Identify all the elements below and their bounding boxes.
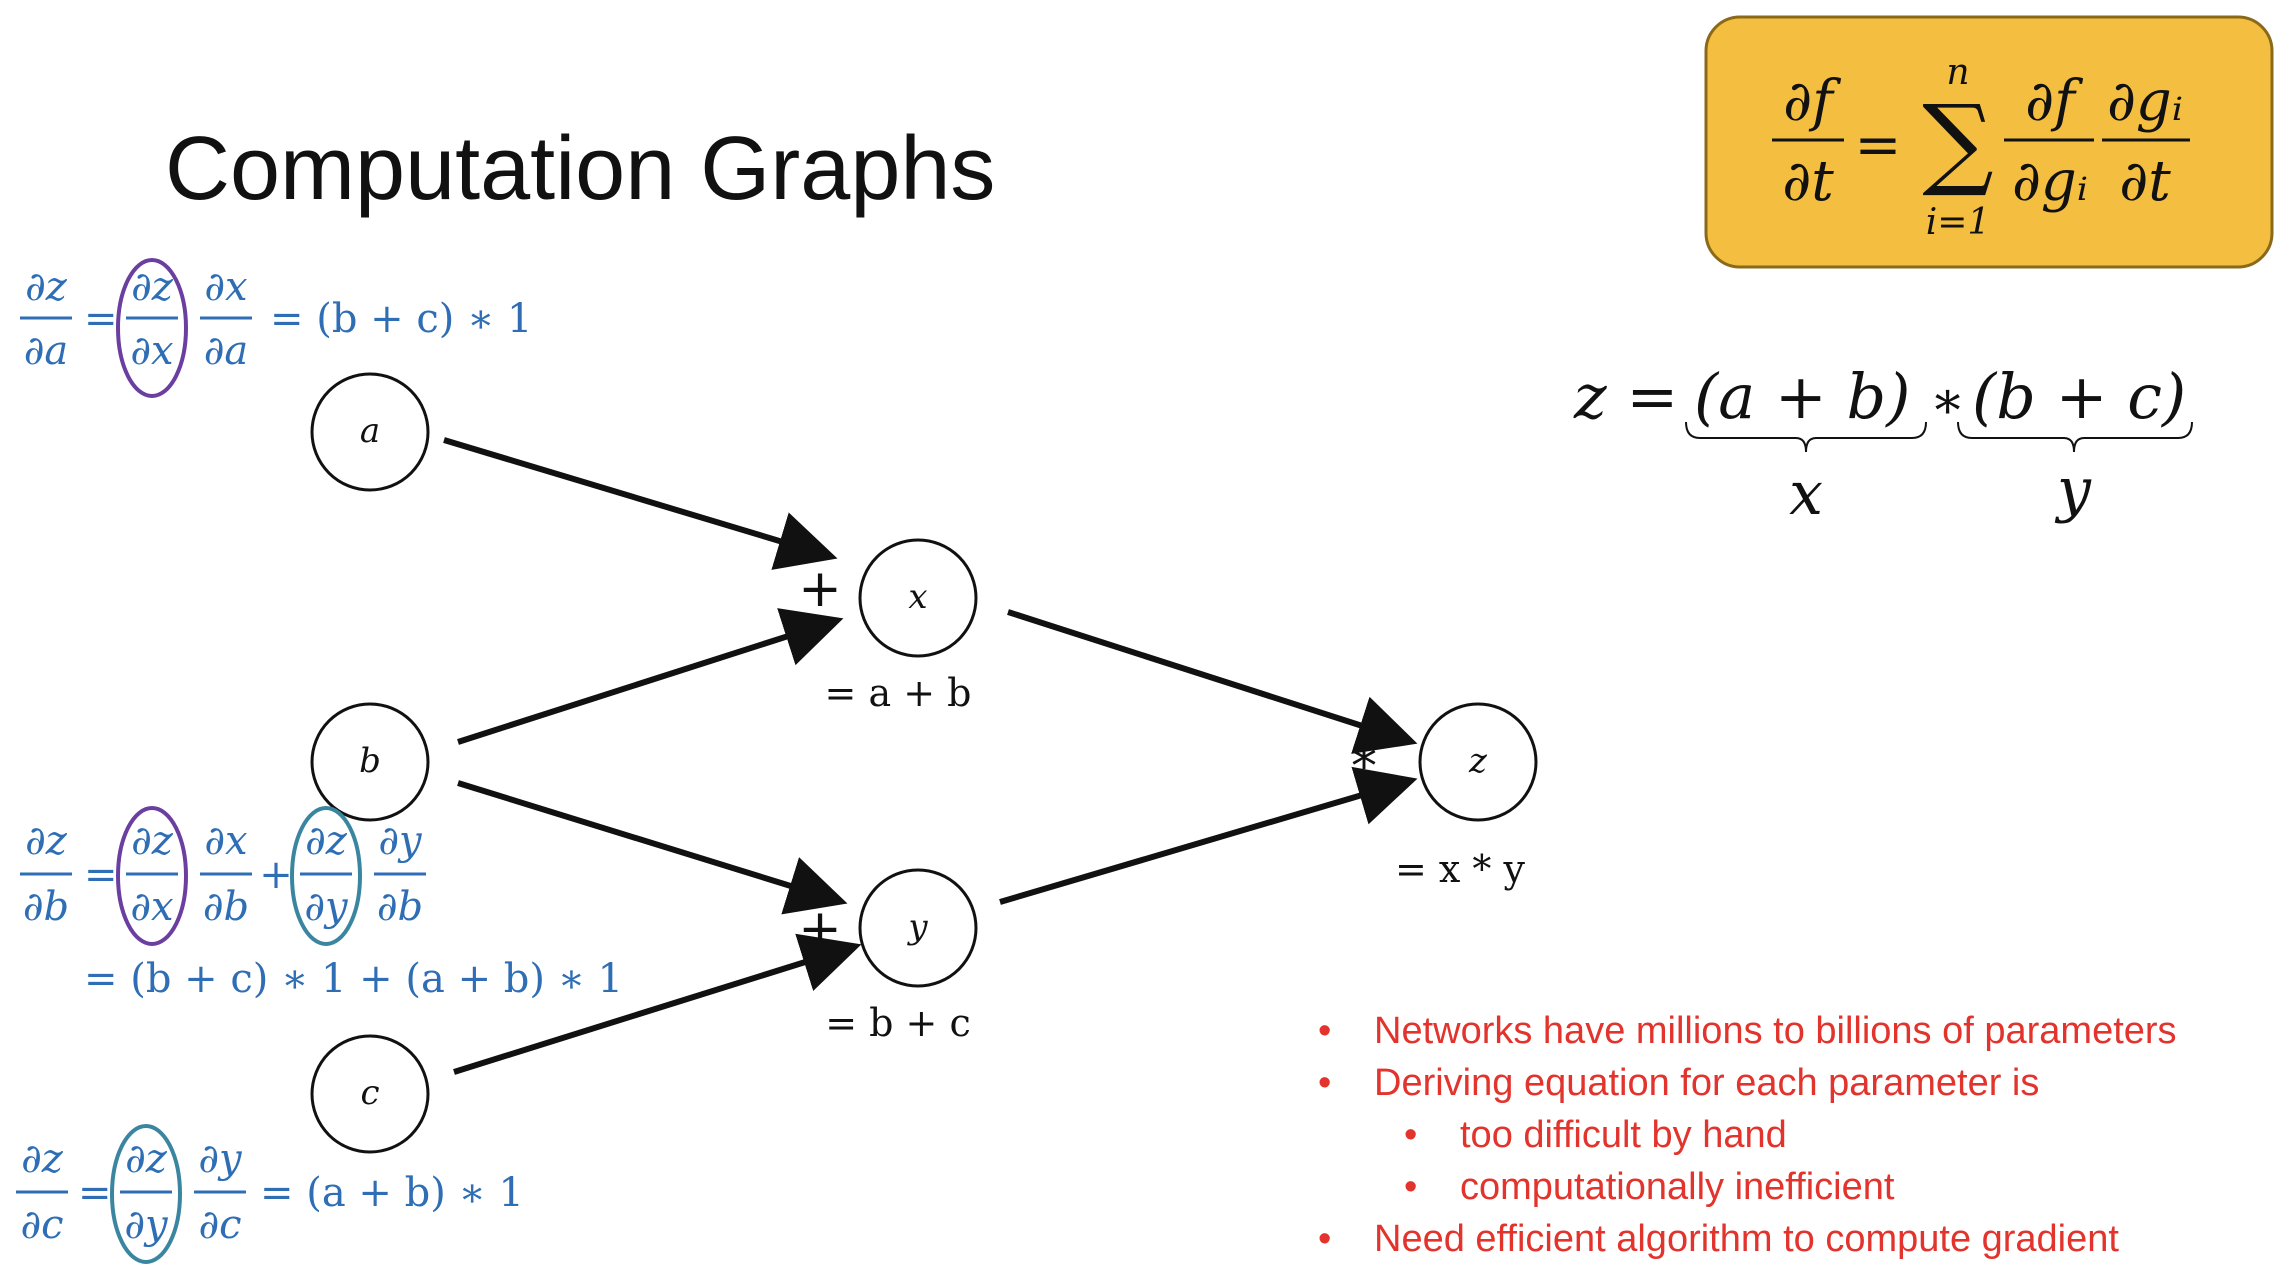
deriv-b-result: = (b + c) ∗ 1 + (a + b) ∗ 1	[84, 956, 623, 1002]
z-definition: z = (a + b) ∗ (b + c) x y	[1573, 360, 2193, 529]
deriv-b-t4-num: ∂y	[378, 818, 423, 864]
deriv-b-t3-den: ∂y	[304, 884, 349, 930]
deriv-a-t2-den: ∂a	[204, 328, 249, 374]
node-z-label: z	[1468, 741, 1488, 781]
sub-bullet-item: computationally inefficient	[1318, 1161, 2177, 1213]
deriv-b-highlight-ellipse-purple	[116, 806, 188, 946]
deriv-a-highlight-ellipse	[116, 258, 188, 398]
deriv-b-equals: =	[84, 852, 118, 898]
node-x-equation: = a + b	[825, 671, 972, 715]
edge-b-x	[457, 608, 844, 745]
deriv-c-lhs-den: ∂c	[20, 1202, 63, 1248]
page-title: Computation Graphs	[165, 119, 996, 219]
formula-frac2-num: ∂gᵢ	[2107, 69, 2183, 134]
deriv-c-t1-den: ∂y	[124, 1202, 169, 1248]
deriv-c-t2-num: ∂y	[198, 1136, 243, 1182]
edge-x-z	[1007, 609, 1418, 754]
deriv-a-t1-den: ∂x	[130, 328, 173, 374]
deriv-c-result: = (a + b) ∗ 1	[260, 1170, 524, 1216]
edge-y-z	[999, 766, 1418, 905]
node-z: z * = x * y	[1351, 702, 1538, 891]
deriv-b-t2-num: ∂x	[204, 818, 247, 864]
deriv-b-t1-num: ∂z	[131, 818, 174, 864]
formula-sum-upper: n	[1946, 52, 1969, 93]
deriv-b-t3-num: ∂z	[305, 818, 348, 864]
deriv-b-highlight-ellipse-teal	[290, 806, 362, 946]
node-x-op: +	[798, 559, 842, 619]
z-def-right-term: (b + c)	[1972, 360, 2186, 433]
node-y-op: +	[798, 899, 842, 959]
deriv-b-t1-den: ∂x	[130, 884, 173, 930]
deriv-a-t1-num: ∂z	[131, 264, 174, 310]
derivative-a: ∂z ∂a = ∂z ∂x ∂x ∂a = (b + c) ∗ 1	[20, 258, 532, 398]
deriv-c-highlight-ellipse	[110, 1124, 182, 1264]
deriv-c-t1-num: ∂z	[125, 1136, 168, 1182]
node-x-label: x	[908, 577, 927, 617]
deriv-c-t2-den: ∂c	[198, 1202, 241, 1248]
deriv-c-equals: =	[78, 1170, 112, 1216]
deriv-b-t4-den: ∂b	[377, 884, 423, 930]
node-c-label: c	[360, 1073, 379, 1113]
bullet-item: Networks have millions to billions of pa…	[1318, 1005, 2177, 1057]
formula-sum-sign: ∑	[1922, 83, 1993, 200]
sub-bullet-item: too difficult by hand	[1318, 1109, 2177, 1161]
deriv-b-lhs-den: ∂b	[23, 884, 69, 930]
deriv-b-lhs-num: ∂z	[25, 818, 68, 864]
derivative-b: ∂z ∂b = ∂z ∂x ∂x ∂b + ∂z ∂y ∂y ∂b = (b +…	[20, 806, 623, 1002]
formula-frac2-den: ∂t	[2119, 149, 2171, 214]
z-def-lhs: z =	[1573, 360, 1678, 433]
deriv-c-lhs-num: ∂z	[21, 1136, 64, 1182]
bullet-items: Networks have millions to billions of pa…	[1318, 1005, 2177, 1265]
node-y-equation: = b + c	[825, 1001, 971, 1045]
right-brace	[1957, 421, 2193, 453]
node-y-label: y	[906, 907, 928, 947]
gradient-formula-box: ∂f ∂t = n ∑ i=1 ∂f ∂gᵢ ∂gᵢ ∂t	[1704, 15, 2274, 269]
right-brace-label: y	[2054, 455, 2092, 525]
node-a: a	[310, 372, 430, 492]
formula-df: ∂f	[1783, 69, 1842, 134]
bullet-item: Need efficient algorithm to compute grad…	[1318, 1213, 2177, 1265]
deriv-a-t2-num: ∂x	[204, 264, 247, 310]
node-b: b	[310, 702, 430, 822]
edge-a-x	[443, 437, 838, 570]
graph-edges	[443, 437, 1418, 1075]
formula-dt: ∂t	[1782, 149, 1834, 214]
node-c: c	[310, 1034, 430, 1154]
deriv-a-result: = (b + c) ∗ 1	[270, 296, 532, 342]
left-brace	[1685, 421, 1927, 453]
node-z-op: *	[1351, 737, 1377, 797]
bullet-list: Networks have millions to billions of pa…	[1318, 1005, 2177, 1265]
node-y: y + = b + c	[798, 868, 978, 1045]
formula-frac1-den: ∂gᵢ	[2012, 149, 2088, 214]
node-x: x + = a + b	[798, 538, 978, 715]
formula-frac1-num: ∂f	[2025, 69, 2084, 134]
deriv-b-t2-den: ∂b	[203, 884, 249, 930]
edge-c-y	[453, 933, 862, 1075]
formula-equals: =	[1855, 113, 1902, 178]
z-def-left-term: (a + b)	[1694, 360, 1910, 433]
deriv-a-equals: =	[84, 296, 118, 342]
deriv-a-lhs-num: ∂z	[25, 264, 68, 310]
left-brace-label: x	[1789, 459, 1823, 529]
deriv-b-plus: +	[259, 852, 293, 898]
bullet-item: Deriving equation for each parameter is	[1318, 1057, 2177, 1109]
derivative-c: ∂z ∂c = ∂z ∂y ∂y ∂c = (a + b) ∗ 1	[16, 1124, 524, 1264]
node-z-equation: = x * y	[1395, 847, 1526, 891]
formula-sum-lower: i=1	[1926, 202, 1991, 243]
z-def-op: ∗	[1930, 371, 1965, 431]
node-b-label: b	[359, 741, 381, 781]
node-a-label: a	[360, 411, 380, 451]
deriv-a-lhs-den: ∂a	[24, 328, 69, 374]
edge-b-y	[457, 780, 848, 915]
